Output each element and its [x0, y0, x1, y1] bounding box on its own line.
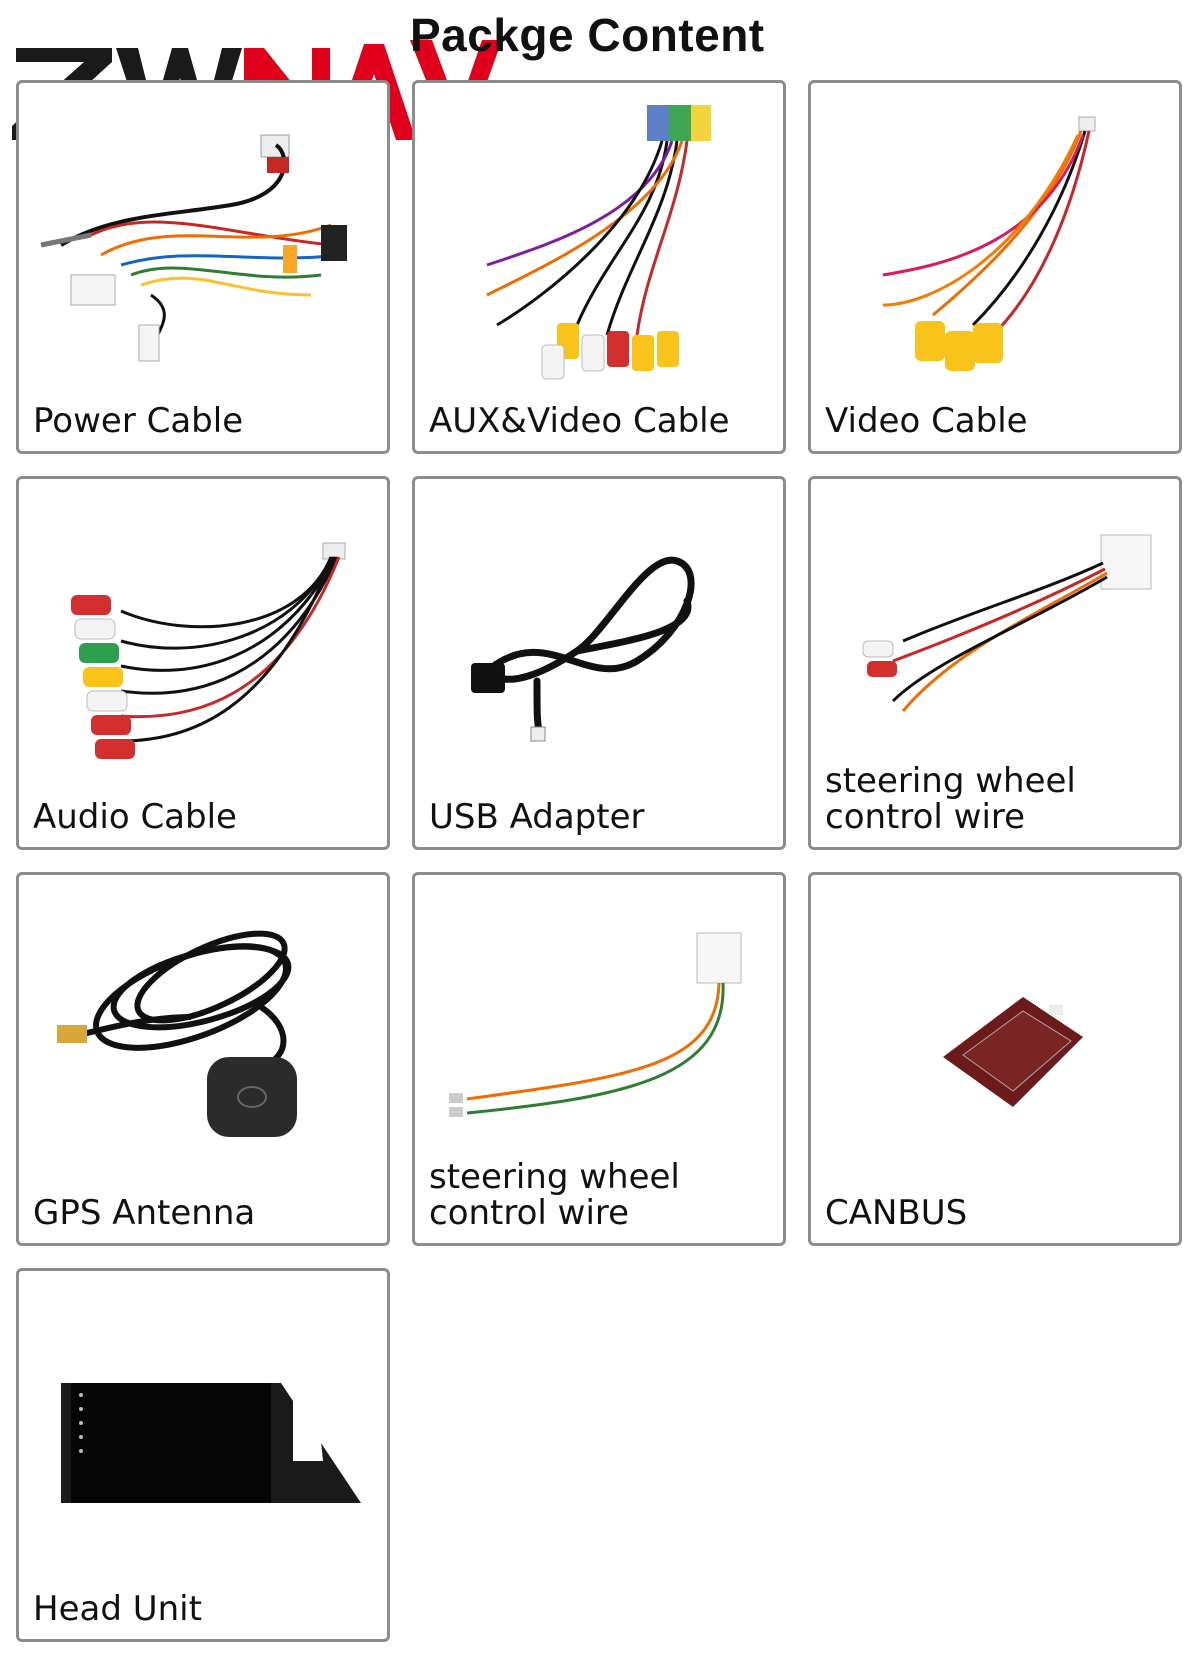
item-card-gps-antenna: GPS Antenna: [16, 872, 390, 1246]
item-card-steering-wheel-control-wire: steering wheel control wire: [808, 476, 1182, 850]
usb-adapter-image: [471, 556, 695, 742]
item-label: steering wheel control wire: [429, 1157, 680, 1233]
page-title: Packge Content: [410, 9, 765, 61]
gps-antenna-image: [57, 930, 297, 1137]
item-card-usb-adapter: USB Adapter: [412, 476, 786, 850]
item-card-power-cable: Power Cable: [16, 80, 390, 454]
item-label: Audio Cable: [33, 797, 237, 837]
item-label: USB Adapter: [429, 797, 645, 837]
item-card-canbus: CANBUS: [808, 872, 1182, 1246]
item-card-steering-wheel-control-wire-2: steering wheel control wire: [412, 872, 786, 1246]
steering-wheel-wire-image-2: [449, 932, 742, 1117]
item-card-head-unit: Head Unit: [16, 1268, 390, 1642]
power-cable-image: [40, 134, 347, 362]
item-label: Power Cable: [33, 401, 244, 441]
item-label: GPS Antenna: [33, 1193, 256, 1233]
item-label: CANBUS: [825, 1193, 968, 1233]
aux-video-cable-image: [486, 105, 711, 380]
item-label: steering wheel control wire: [825, 761, 1076, 837]
item-label: Head Unit: [33, 1589, 202, 1629]
item-card-audio-cable: Audio Cable: [16, 476, 390, 850]
item-card-video-cable: Video Cable: [808, 80, 1182, 454]
item-label: Video Cable: [825, 401, 1028, 441]
video-cable-image: [882, 116, 1096, 371]
item-card-aux-video-cable: AUX&Video Cable: [412, 80, 786, 454]
head-unit-image: [61, 1383, 361, 1503]
canbus-box-image: [943, 997, 1083, 1107]
audio-cable-image: [71, 542, 346, 759]
item-label: AUX&Video Cable: [429, 401, 730, 441]
steering-wheel-wire-image: [862, 534, 1152, 712]
